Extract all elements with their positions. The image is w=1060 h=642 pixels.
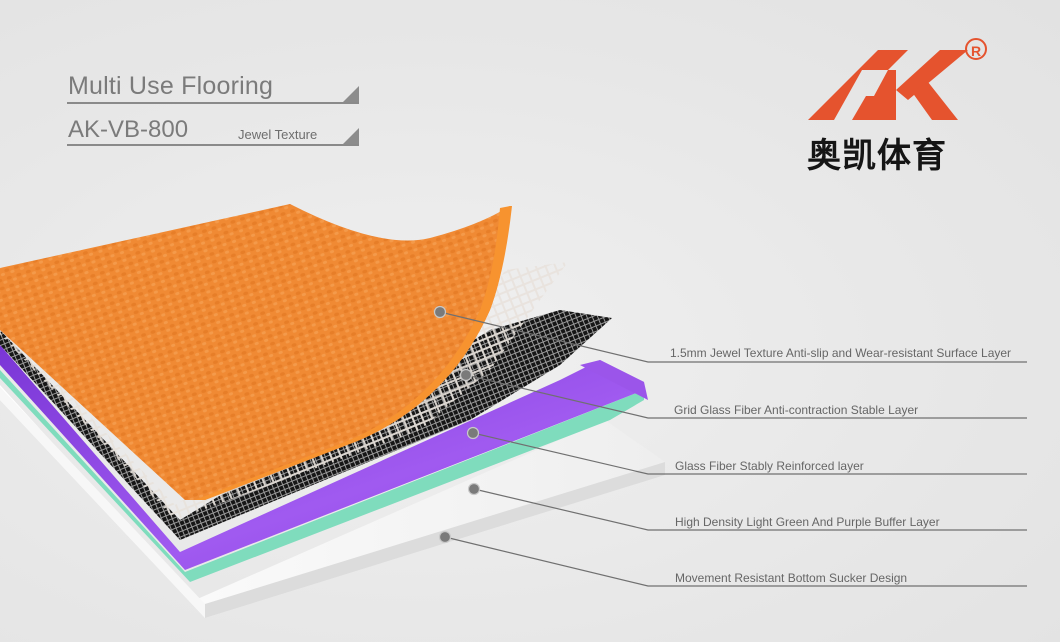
corner-triangle-icon [343, 128, 359, 144]
brand-logo: R 奥凯体育 [800, 30, 1000, 176]
callout-dots [433, 305, 481, 544]
base-layer-white [0, 385, 665, 618]
callout-lines [439, 311, 1027, 587]
corner-triangle-icon [343, 86, 359, 102]
product-title: Multi Use Flooring [68, 72, 274, 100]
surface-layer-orange [0, 204, 512, 500]
layer-label-surface: 1.5mm Jewel Texture Anti-slip and Wear-r… [670, 346, 1012, 360]
layer-label-grid-fiber: Grid Glass Fiber Anti-contraction Stable… [674, 403, 919, 417]
layer-label-reinforced: Glass Fiber Stably Reinforced layer [675, 459, 864, 473]
buffer-layer-purple [0, 345, 648, 570]
layer-label-bottom: Movement Resistant Bottom Sucker Design [675, 571, 908, 585]
title-row-product: Multi Use Flooring [67, 68, 359, 104]
brand-chinese-name: 奥凯体育 [807, 136, 947, 176]
title-block: Multi Use Flooring AK-VB-800 Jewel Textu… [67, 68, 359, 146]
texture-name: Jewel Texture [238, 127, 318, 142]
model-code: AK-VB-800 [68, 116, 189, 143]
registered-mark-icon: R [965, 38, 987, 60]
layer-label-buffer: High Density Light Green And Purple Buff… [675, 515, 940, 529]
title-row-model: AK-VB-800 Jewel Texture [67, 110, 359, 146]
ak-logo-icon [808, 50, 968, 120]
